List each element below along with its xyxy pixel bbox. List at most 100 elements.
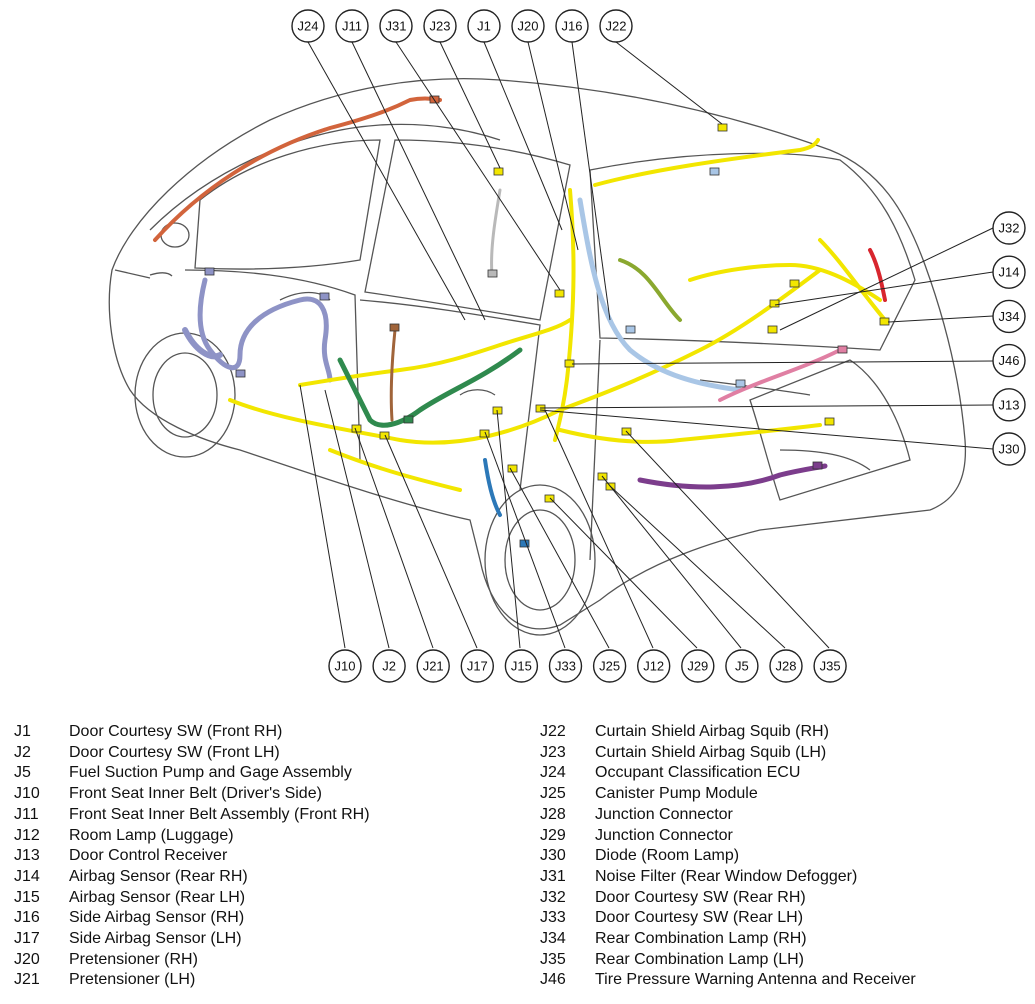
callout-label: J23 — [430, 19, 451, 34]
callout-j13: J13 — [992, 388, 1026, 422]
callout-circle — [555, 9, 589, 43]
legend-code: J32 — [540, 888, 566, 906]
callout-label: J5 — [735, 659, 749, 674]
legend-row: J29 Junction Connector — [540, 826, 916, 847]
callout-label: J31 — [386, 19, 407, 34]
legend-row: J23 Curtain Shield Airbag Squib (LH) — [540, 743, 916, 764]
legend-description: Pretensioner (LH) — [69, 971, 196, 989]
callout-j30: J30 — [992, 432, 1026, 466]
callout-label: J29 — [687, 659, 708, 674]
harness-brown — [389, 328, 397, 422]
legend-description: Side Airbag Sensor (LH) — [69, 930, 242, 948]
callout-j15: J15 — [504, 649, 539, 683]
legend-description: Noise Filter (Rear Window Defogger) — [595, 867, 858, 885]
legend-code: J15 — [14, 888, 40, 906]
callout-circle — [992, 388, 1026, 422]
callout-j46: J46 — [992, 343, 1026, 378]
harness-main-floor — [228, 268, 822, 445]
callout-circle — [992, 255, 1026, 289]
callout-label: J28 — [776, 659, 797, 674]
callout-j28: J28 — [769, 649, 803, 683]
legend-description: Pretensioner (RH) — [69, 950, 198, 968]
callout-j22: J22 — [599, 9, 633, 43]
legend-description: Door Courtesy SW (Rear RH) — [595, 888, 806, 906]
legend-code: J33 — [540, 909, 566, 927]
legend-row: J30 Diode (Room Lamp) — [540, 846, 916, 867]
legend-description: Front Seat Inner Belt (Driver's Side) — [69, 785, 322, 803]
legend-description: Junction Connector — [595, 826, 733, 844]
callout-circle — [460, 649, 494, 683]
callout-circle — [992, 299, 1026, 334]
callout-j23: J23 — [423, 9, 457, 43]
callout-j34: J34 — [992, 299, 1026, 334]
legend-row: J46 Tire Pressure Warning Antenna and Rec… — [540, 970, 916, 991]
legend-code: J17 — [14, 930, 40, 948]
callout-label: J10 — [335, 659, 356, 674]
legend-code: J28 — [540, 805, 566, 823]
callout-circle — [599, 9, 633, 43]
legend-description: Diode (Room Lamp) — [595, 847, 740, 865]
callout-circle — [328, 649, 362, 683]
callout-circle — [548, 649, 583, 683]
legend-code: J30 — [540, 847, 566, 865]
callout-label: J11 — [342, 19, 362, 34]
callout-label: J25 — [599, 659, 620, 674]
harness-blue — [577, 197, 743, 393]
legend-description: Tire Pressure Warning Antenna and Receiv… — [595, 971, 916, 989]
legend-code: J25 — [540, 785, 566, 803]
callout-label: J1 — [477, 19, 491, 34]
callout-label: J14 — [999, 265, 1020, 280]
harness-front-door-2 — [182, 327, 223, 360]
callout-label: J17 — [467, 659, 488, 674]
callout-j33: J33 — [548, 649, 583, 683]
callout-label: J21 — [423, 659, 444, 674]
callout-j20: J20 — [511, 9, 545, 43]
callout-label: J46 — [999, 353, 1020, 368]
callout-j14: J14 — [992, 255, 1026, 289]
legend-code: J46 — [540, 971, 566, 989]
legend-code: J29 — [540, 826, 566, 844]
legend-description: Side Airbag Sensor (RH) — [69, 909, 245, 927]
legend-code: J11 — [14, 805, 39, 823]
harness-pink — [718, 348, 842, 402]
legend-description: Curtain Shield Airbag Squib (LH) — [595, 743, 827, 761]
callout-circle — [372, 649, 406, 683]
legend-row: J32 Door Courtesy SW (Rear RH) — [540, 888, 916, 909]
callout-j1: J1 — [467, 9, 501, 43]
harness-purple — [637, 463, 828, 490]
harness-dark-blue — [483, 458, 502, 517]
legend-code: J20 — [14, 950, 40, 968]
callout-j24: J24 — [291, 9, 325, 43]
harness-red — [868, 248, 887, 302]
callout-label: J35 — [820, 659, 841, 674]
harness-main-center — [298, 318, 572, 387]
legend-code: J23 — [540, 743, 566, 761]
harness-main-roof-rear — [593, 138, 820, 187]
legend-code: J34 — [540, 930, 566, 948]
harness-green — [337, 347, 523, 428]
harness-main-rear — [558, 423, 822, 444]
callout-circle — [725, 649, 759, 683]
callout-circle — [769, 649, 803, 683]
harness-main-pillar — [553, 188, 576, 442]
callout-label: J12 — [643, 659, 664, 674]
legend-description: Room Lamp (Luggage) — [69, 826, 234, 844]
legend-description: Curtain Shield Airbag Squib (RH) — [595, 723, 829, 740]
callout-circle — [291, 9, 325, 43]
legend-code: J1 — [14, 723, 31, 740]
legend-description: Door Courtesy SW (Front LH) — [69, 743, 280, 761]
